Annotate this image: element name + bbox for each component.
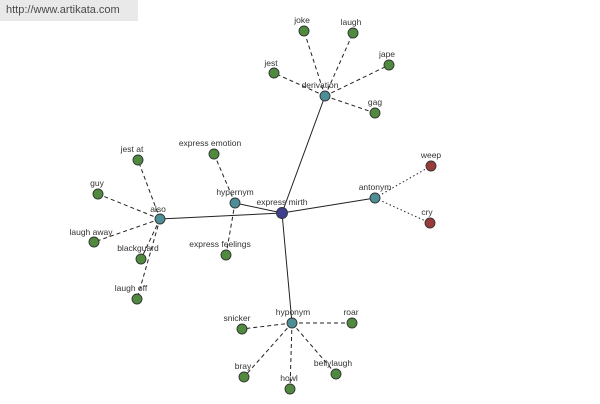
word-bray-label[interactable]: bray bbox=[235, 361, 252, 371]
edge-antonym-weep bbox=[374, 165, 432, 199]
word-howl-label[interactable]: howl bbox=[280, 373, 298, 383]
word-laugh-away-label[interactable]: laugh away bbox=[69, 227, 113, 237]
edge-also-laugh-away bbox=[93, 218, 161, 243]
word-blackguard-marker[interactable] bbox=[135, 253, 147, 265]
node-weep[interactable]: weep bbox=[420, 150, 442, 172]
edge-root-hyponym bbox=[281, 212, 293, 324]
node-hyponym[interactable]: hyponym bbox=[276, 307, 311, 329]
relation-hyponym-label[interactable]: hyponym bbox=[276, 307, 311, 317]
word-roar-marker[interactable] bbox=[346, 317, 358, 329]
word-jest-label[interactable]: jest bbox=[263, 58, 278, 68]
relation-antonym-label[interactable]: antonym bbox=[359, 182, 392, 192]
node-root[interactable]: express mirth bbox=[256, 197, 308, 219]
graph-nodes: joke laugh jape jest gag weep cry express emoti… bbox=[69, 15, 442, 395]
edge-derivation-jape bbox=[324, 64, 390, 97]
node-guy[interactable]: guy bbox=[90, 178, 105, 200]
word-express-emotion-marker[interactable] bbox=[208, 148, 220, 160]
word-jest-at-label[interactable]: jest at bbox=[120, 144, 144, 154]
edge-hypernym-express-emotion bbox=[213, 153, 236, 204]
node-also[interactable]: also bbox=[150, 204, 166, 225]
node-howl[interactable]: howl bbox=[280, 373, 298, 395]
edge-derivation-joke bbox=[303, 30, 326, 97]
word-gag-label[interactable]: gag bbox=[368, 97, 382, 107]
edge-hyponym-bray bbox=[243, 322, 293, 378]
word-joke-label[interactable]: joke bbox=[293, 15, 310, 25]
word-express-feelings-label[interactable]: express feelings bbox=[189, 239, 250, 249]
word-jest-marker[interactable] bbox=[268, 67, 280, 79]
node-laugh[interactable]: laugh bbox=[341, 17, 362, 39]
node-express-emotion[interactable]: express emotion bbox=[179, 138, 242, 160]
edge-root-antonym bbox=[281, 197, 376, 214]
node-hypernym[interactable]: hypernym bbox=[216, 187, 254, 209]
node-cry[interactable]: cry bbox=[421, 207, 436, 229]
word-snicker-label[interactable]: snicker bbox=[224, 313, 251, 323]
node-laugh-away[interactable]: laugh away bbox=[69, 227, 113, 248]
word-gag-marker[interactable] bbox=[369, 107, 381, 119]
edge-hyponym-belly-laugh bbox=[291, 322, 337, 375]
node-laugh-off[interactable]: laugh off bbox=[115, 283, 148, 305]
word-guy-marker[interactable] bbox=[92, 188, 104, 200]
relation-hyponym-marker[interactable] bbox=[286, 317, 298, 329]
edge-derivation-gag bbox=[324, 95, 376, 114]
node-gag[interactable]: gag bbox=[368, 97, 382, 119]
relation-antonym-marker[interactable] bbox=[369, 192, 381, 204]
site-url-banner[interactable]: http://www.artikata.com bbox=[0, 0, 138, 21]
root-word-label[interactable]: express mirth bbox=[256, 197, 307, 207]
relation-also-marker[interactable] bbox=[154, 213, 166, 225]
word-guy-label[interactable]: guy bbox=[90, 178, 104, 188]
relation-also-label[interactable]: also bbox=[150, 204, 166, 214]
node-snicker[interactable]: snicker bbox=[224, 313, 251, 335]
word-snicker-marker[interactable] bbox=[236, 323, 248, 335]
node-blackguard[interactable]: blackguard bbox=[117, 243, 159, 265]
word-jape-marker[interactable] bbox=[383, 59, 395, 71]
node-jape[interactable]: jape bbox=[378, 49, 395, 71]
word-laugh-away-marker[interactable] bbox=[88, 236, 100, 248]
word-weep-label[interactable]: weep bbox=[420, 150, 442, 160]
word-roar-label[interactable]: roar bbox=[343, 307, 358, 317]
node-antonym[interactable]: antonym bbox=[359, 182, 392, 204]
word-blackguard-label[interactable]: blackguard bbox=[117, 243, 159, 253]
word-belly-laugh-label[interactable]: bellylaugh bbox=[314, 358, 353, 368]
edge-root-hypernym bbox=[234, 202, 283, 214]
node-jest[interactable]: jest bbox=[263, 58, 280, 79]
word-jape-label[interactable]: jape bbox=[378, 49, 395, 59]
node-joke[interactable]: joke bbox=[293, 15, 310, 37]
word-weep-marker[interactable] bbox=[425, 160, 437, 172]
node-bray[interactable]: bray bbox=[235, 361, 252, 383]
root-word-marker[interactable] bbox=[276, 207, 288, 219]
word-jest-at-marker[interactable] bbox=[132, 154, 144, 166]
word-bray-marker[interactable] bbox=[238, 371, 250, 383]
edge-derivation-jest bbox=[273, 72, 326, 97]
word-laugh-off-marker[interactable] bbox=[131, 293, 143, 305]
node-roar[interactable]: roar bbox=[343, 307, 359, 329]
word-laugh-label[interactable]: laugh bbox=[341, 17, 362, 27]
word-joke-marker[interactable] bbox=[298, 25, 310, 37]
edge-derivation-laugh bbox=[324, 32, 354, 97]
edge-also-jest-at bbox=[137, 159, 161, 220]
edge-also-blackguard bbox=[140, 218, 161, 260]
edge-hypernym-express-feelings bbox=[225, 202, 236, 256]
graph-edges bbox=[93, 30, 432, 390]
word-express-emotion-label[interactable]: express emotion bbox=[179, 138, 242, 148]
word-laugh-marker[interactable] bbox=[347, 27, 359, 39]
word-cry-marker[interactable] bbox=[424, 217, 436, 229]
relation-derivation-marker[interactable] bbox=[319, 90, 331, 102]
word-laugh-off-label[interactable]: laugh off bbox=[115, 283, 148, 293]
node-belly-laugh[interactable]: bellylaugh bbox=[314, 358, 353, 380]
node-derivation[interactable]: derivation bbox=[302, 80, 339, 102]
edge-root-derivation bbox=[281, 95, 326, 214]
relation-derivation-label[interactable]: derivation bbox=[302, 80, 339, 90]
word-howl-marker[interactable] bbox=[284, 383, 296, 395]
word-belly-laugh-marker[interactable] bbox=[330, 368, 342, 380]
word-cry-label[interactable]: cry bbox=[421, 207, 433, 217]
node-express-feelings[interactable]: express feelings bbox=[189, 239, 251, 261]
relation-hypernym-marker[interactable] bbox=[229, 197, 241, 209]
relation-hypernym-label[interactable]: hypernym bbox=[216, 187, 253, 197]
word-express-feelings-marker[interactable] bbox=[220, 249, 232, 261]
edge-root-also bbox=[159, 212, 283, 220]
node-jest-at[interactable]: jest at bbox=[120, 144, 144, 166]
edge-hyponym-snicker bbox=[241, 322, 293, 330]
